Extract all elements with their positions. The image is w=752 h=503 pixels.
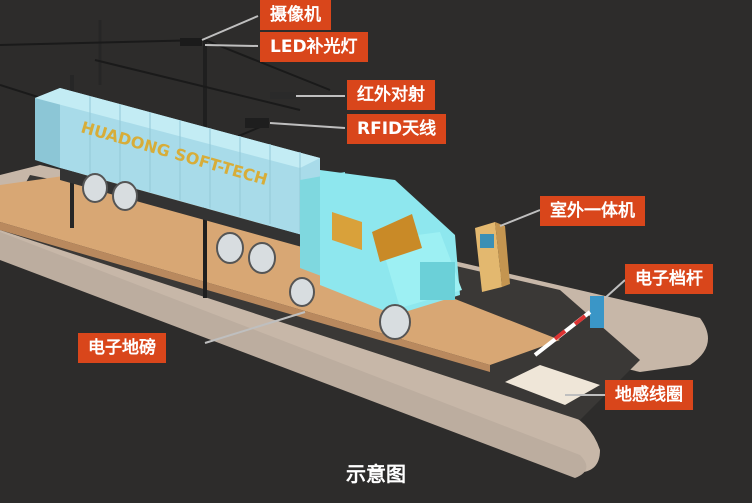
windshield [372, 214, 422, 262]
scale-plate [0, 168, 560, 365]
kiosk-side [495, 222, 510, 287]
rfid-antenna-device [245, 118, 269, 128]
label-camera: 摄像机 [260, 0, 331, 30]
label-infrared: 红外对射 [347, 80, 435, 110]
camera-device [180, 38, 202, 46]
container-side [60, 88, 320, 240]
label-barrier: 电子档杆 [625, 264, 713, 294]
front-road-strip-main [0, 232, 587, 478]
cab-wheels [289, 277, 411, 340]
diagram-caption: 示意图 [346, 462, 406, 486]
grille [420, 262, 455, 300]
label-rfid-antenna: RFID天线 [347, 114, 447, 144]
trailer-wheels [82, 173, 276, 274]
container-front [35, 88, 60, 168]
leader-lines [201, 15, 626, 396]
container-top [35, 88, 320, 168]
label-kiosk: 室外一体机 [540, 196, 645, 226]
led-light-device [270, 92, 296, 99]
kiosk-screen [480, 234, 494, 248]
side-window [332, 212, 362, 250]
label-weighbridge: 电子地磅 [78, 333, 166, 363]
label-led-light: LED补光灯 [260, 32, 368, 62]
label-ground-loop: 地感线圈 [605, 380, 693, 410]
barrier-post [590, 296, 604, 328]
scale-plate-edge [0, 222, 490, 372]
